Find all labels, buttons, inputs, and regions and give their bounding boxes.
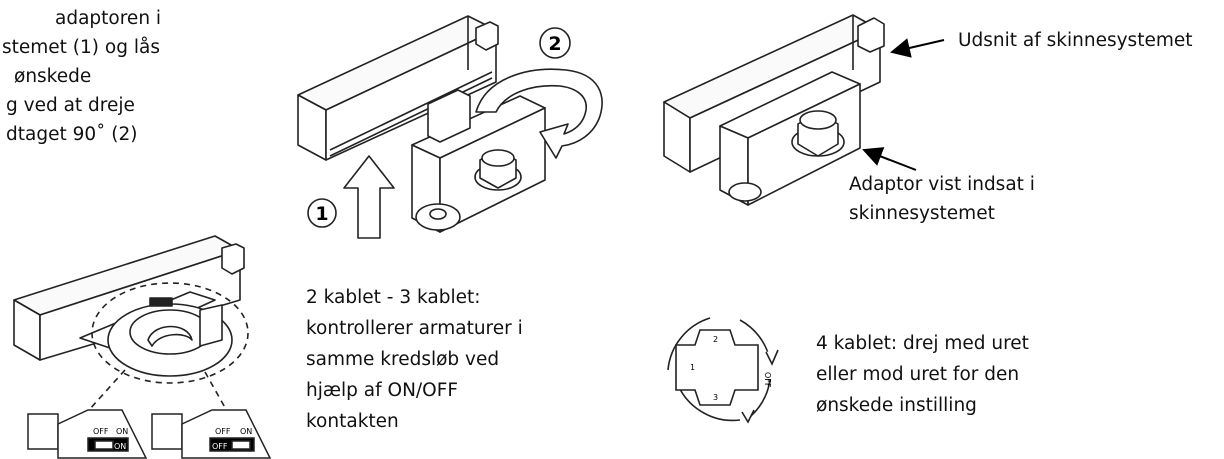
intro-line: dtaget 90˚ (2): [6, 124, 138, 145]
intro-line: ønskede: [14, 66, 92, 87]
intro-line: adaptoren i: [55, 8, 162, 29]
switch-off-label: OFF: [93, 427, 109, 436]
dial-number: 2: [713, 335, 718, 344]
dial-off-label: OFF: [763, 372, 772, 388]
adaptor-callout-label: Adaptor vist indsat i skinnesystemet: [849, 170, 1035, 228]
adaptor-callout-arrow: [862, 147, 917, 171]
insert-arrow-icon: [343, 155, 395, 239]
two-three-wire-line: samme kredsløb ved: [306, 349, 500, 370]
switch-state-label: OFF: [212, 442, 228, 451]
four-wire-text: 4 kablet: drej med uret eller mod uret f…: [816, 328, 1029, 421]
two-three-wire-line: hjælp af ON/OFF: [306, 380, 459, 401]
two-three-wire-line: kontrollerer armaturer i: [306, 318, 523, 339]
rotate-arrow-icon: [475, 68, 603, 159]
four-wire-line: 4 kablet: drej med uret: [816, 333, 1029, 354]
step2-circle: [539, 27, 571, 59]
intro-text: adaptoren i stemet (1) og lås ønskede g …: [0, 4, 161, 149]
four-wire-line: eller mod uret for den: [816, 364, 1020, 385]
intro-line: stemet (1) og lås: [2, 37, 160, 58]
adaptor-step1: [411, 89, 546, 233]
four-wire-dial: [667, 317, 779, 424]
adaptor-callout-line: skinnesystemet: [849, 203, 995, 224]
switch-on-label: ON: [240, 427, 252, 436]
intro-line: g ved at dreje: [6, 95, 135, 116]
switch-highlight-circle: [91, 282, 249, 384]
two-three-wire-line: kontakten: [306, 411, 399, 432]
two-three-wire-text: 2 kablet - 3 kablet: kontrollerer armatu…: [306, 282, 523, 437]
adaptor-installed: [719, 71, 861, 206]
step1-circle: [307, 198, 337, 228]
switch-on-label: ON: [116, 427, 128, 436]
dial-number: 3: [713, 393, 718, 402]
switch-state-label: ON: [114, 442, 126, 451]
step1-number: 1: [315, 203, 328, 225]
four-wire-line: ønskede instilling: [816, 395, 977, 416]
step2-number: 2: [548, 33, 561, 55]
adaptor-switch-view: [79, 291, 233, 377]
adaptor-callout-line: Adaptor vist indsat i: [849, 174, 1035, 195]
rail-section-step1: [297, 15, 499, 161]
rail-section-switch: [13, 235, 245, 361]
switch-off-label: OFF: [215, 427, 231, 436]
section-callout-arrow: [890, 38, 945, 58]
two-three-wire-line: 2 kablet - 3 kablet:: [306, 287, 481, 308]
switch-inset-right: [151, 409, 272, 459]
switch-inset-left: [27, 409, 148, 459]
section-callout-label: Udsnit af skinnesystemet: [958, 30, 1193, 51]
dial-number: 1: [690, 363, 695, 372]
